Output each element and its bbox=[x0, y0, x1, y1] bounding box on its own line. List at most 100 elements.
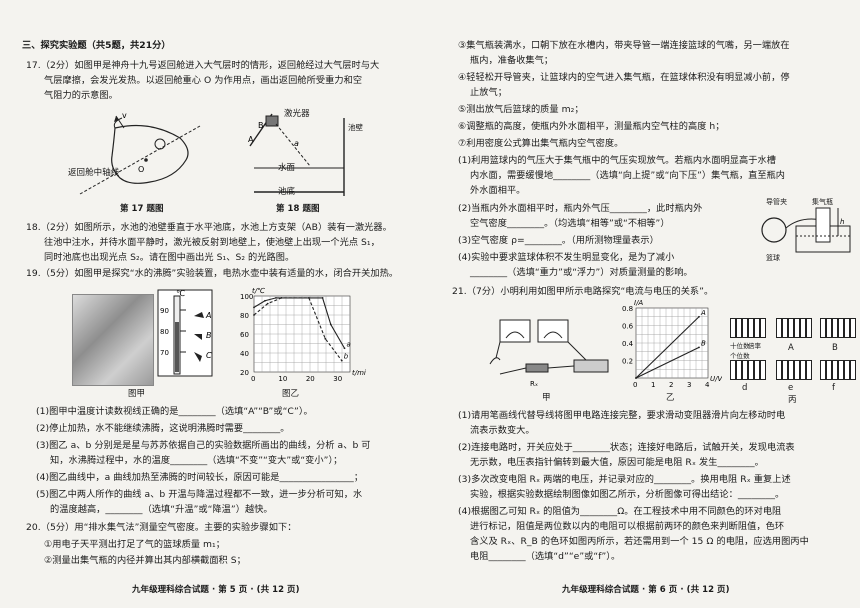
q20-step-3: ③集气瓶装满水，口朝下放在水槽内，带夹导管一端连接篮球的气嘴，另一端放在 bbox=[458, 40, 790, 51]
series-label-b: b bbox=[344, 353, 349, 361]
y-tick-label: 60 bbox=[240, 331, 249, 339]
y-tick-label: 0.8 bbox=[622, 305, 633, 313]
q17-line-3: 气阻力的示意图。 bbox=[44, 90, 118, 101]
x-tick-label: 0 bbox=[633, 381, 637, 389]
y-tick-label: 80 bbox=[240, 312, 249, 320]
y-axis-label: I/A bbox=[634, 299, 643, 307]
resistor-f-label: f bbox=[832, 383, 836, 393]
digit-tens-label: 十位数 bbox=[730, 342, 750, 350]
q21-sub-2: (2)连接电路时，开关应处于________状态；连接好电路后，试触开关，发现电… bbox=[458, 442, 795, 453]
y-tick-label: 20 bbox=[240, 369, 249, 377]
y-tick-label: 0.4 bbox=[622, 340, 634, 348]
series-label-a: a bbox=[347, 340, 351, 348]
q19-sub-5: (5)图乙中两人所作的曲线 a、b 开温与降温过程都不一致，进一步分析可知，水 bbox=[36, 489, 363, 500]
ball-label: 篮球 bbox=[766, 254, 781, 262]
angle-label: a bbox=[294, 139, 299, 148]
thermo-tick-80: 80 bbox=[160, 328, 169, 336]
q20-step-6: ⑥调整瓶的高度，使瓶内外水面相平，测量瓶内空气柱的高度 h； bbox=[458, 121, 725, 132]
data-point-B bbox=[698, 346, 700, 349]
resistor-b bbox=[820, 318, 856, 338]
q20-intro: 20.（5分）用“排水集气法”测量空气密度。主要的实验步骤如下： bbox=[26, 522, 297, 533]
resistor-d-label: d bbox=[742, 383, 748, 393]
rx-label: Rₓ bbox=[530, 380, 538, 388]
y-axis-label: t/℃ bbox=[252, 287, 265, 295]
view-c-label: C bbox=[206, 351, 212, 360]
resistor-f bbox=[820, 360, 856, 380]
q21-sub-4: (4)根据图乙可知 Rₓ 的阻值为________Ω。在工程技术中用不同颜色的环… bbox=[458, 506, 782, 517]
q21-sub-1: (1)请用笔画线代替导线将图甲电路连接完整，要求滑动变阻器滑片向左移动时电 bbox=[458, 410, 786, 421]
data-point-b bbox=[280, 297, 283, 299]
y-tick-label: 100 bbox=[240, 293, 253, 301]
tube-clamp-label: 导管夹 bbox=[766, 198, 788, 206]
fig21-circuit: Rₓ bbox=[489, 319, 609, 388]
q20-sub-2: (2)当瓶内外水面相平时，瓶内外气压________，此时瓶内外 bbox=[458, 203, 703, 214]
y-tick-label: 0.2 bbox=[622, 358, 633, 366]
thermo-tick-90: 90 bbox=[160, 307, 169, 315]
fig21a-caption: 甲 bbox=[542, 393, 551, 403]
water-label: 水面 bbox=[278, 163, 296, 173]
series-line-b bbox=[253, 297, 343, 361]
q19-sub-2: (2)停止加热，水不能继续沸腾，这说明沸腾时需要________。 bbox=[36, 423, 290, 434]
q20-sub-3: (3)空气密度 ρ=________。（用所测物理量表示） bbox=[458, 235, 659, 246]
x-axis-label: U/V bbox=[710, 375, 722, 383]
fig17-axis-label: 返回舱中轴线 bbox=[68, 168, 120, 178]
x-tick-label: 3 bbox=[687, 381, 691, 389]
resistor-a bbox=[776, 318, 812, 338]
resistor-b-label: B bbox=[832, 343, 838, 353]
q21-sub-1b: 流表示数变大。 bbox=[470, 425, 535, 436]
q20-step-7: ⑦利用密度公式算出集气瓶内空气密度。 bbox=[458, 138, 624, 149]
point-a-label: A bbox=[248, 135, 254, 144]
color-code-key bbox=[730, 318, 766, 338]
series-label-B: B bbox=[701, 339, 706, 347]
q21-sub-3b: 实验，根据实验数据绘制图像如图乙所示，分析图像可得出结论：________。 bbox=[470, 489, 785, 500]
q17-line-1: 17.（2分）如图甲是神舟十九号返回舱进入大气层时的情形，返回舱经过大气层时与大 bbox=[26, 60, 380, 71]
q19-sub-3: (3)图乙 a、b 分别是是星与苏苏依据自己的实验数据所画出的曲线，分析 a、b… bbox=[36, 440, 371, 451]
fig18-pool-diagram: A B a bbox=[248, 113, 345, 196]
q20-step-2: ②测量出集气瓶的内径并算出其内部横截面积 S； bbox=[44, 555, 246, 566]
q21-sub-4c: 含义及 Rₓ、R_B 的色环如图丙所示，若还需用到一个 15 Ω 的电阻，应选用… bbox=[470, 536, 809, 547]
data-point-a bbox=[321, 297, 324, 299]
thermo-unit: ℃ bbox=[176, 289, 185, 298]
fig17-caption: 第 17 题图 bbox=[120, 204, 164, 214]
y-tick-label: 40 bbox=[240, 350, 249, 358]
q20-step-4b: 止放气； bbox=[470, 87, 507, 98]
series-label-A: A bbox=[700, 309, 706, 317]
center-o-label: O bbox=[138, 165, 144, 174]
x-tick-label: 1 bbox=[651, 381, 655, 389]
h-label: h bbox=[840, 218, 844, 226]
data-point-b bbox=[340, 359, 343, 362]
q19-intro: 19.（5分）如图甲是探究“水的沸腾”实验装置，电热水壶中装有适量的水，闭合开关… bbox=[26, 268, 399, 279]
q19-sub-3b: 知，水沸腾过程中，水的温度________（选填“不变”“变大”或“变小”）； bbox=[50, 455, 343, 466]
q17-line-2: 气层摩擦，会发光发热。以返回舱重心 O 为作用点，画出返回舱所受重力和空 bbox=[44, 75, 363, 86]
data-point-b bbox=[253, 314, 255, 316]
series-line-A bbox=[635, 316, 700, 379]
q18-line-3: 同时池底也出现光点 S₂。请在图中画出光 S₁、S₂ 的光路图。 bbox=[44, 252, 295, 263]
x-tick-label: 2 bbox=[669, 381, 673, 389]
q21-intro: 21.（7分）小明利用如图甲所示电路探究“电流与电压的关系”。 bbox=[452, 286, 714, 297]
x-tick-label: 10 bbox=[278, 375, 287, 383]
data-point-a bbox=[329, 323, 332, 326]
x-tick-label: 4 bbox=[705, 381, 710, 389]
q20-sub-2b: 空气密度________。（均选填“相等”或“不相等”） bbox=[470, 218, 670, 229]
digit-ones-label: 个位数 bbox=[730, 352, 750, 360]
x-tick-label: 0 bbox=[251, 375, 255, 383]
series-line-B bbox=[635, 346, 700, 379]
q20-step-3b: 瓶内，准备收集气； bbox=[470, 55, 554, 66]
fig21c-caption: 丙 bbox=[788, 395, 797, 405]
data-point-a bbox=[253, 306, 255, 309]
wall-label: 池壁 bbox=[348, 123, 364, 132]
y-tick-label: 0.6 bbox=[622, 323, 634, 331]
page-5: 三、探究实验题（共5题，共21分） 17.（2分）如图甲是神舟十九号返回舱进入大… bbox=[22, 40, 399, 595]
data-point-b bbox=[307, 297, 310, 299]
fig18-caption: 第 18 题图 bbox=[276, 204, 320, 214]
resistor-d bbox=[730, 360, 766, 380]
fig17-capsule-diagram: v O bbox=[79, 111, 201, 195]
data-point-b bbox=[266, 302, 269, 305]
q21-sub-2b: 无示数，电压表指针偏转到最大值，原因可能是电阻 Rₓ 发生________。 bbox=[470, 457, 764, 468]
resistor-a-label: A bbox=[788, 343, 794, 353]
fig21b-caption: 乙 bbox=[666, 393, 675, 403]
q20-sub-1b: 内水面，需要缓慢地________（选填“向上提”或“向下压”）集气瓶，直至瓶内 bbox=[470, 170, 786, 181]
thermo-tick-70: 70 bbox=[160, 349, 169, 357]
q19-sub-5b: 的温度越高，________（选填“升温”或“降温”）越快。 bbox=[50, 504, 273, 515]
